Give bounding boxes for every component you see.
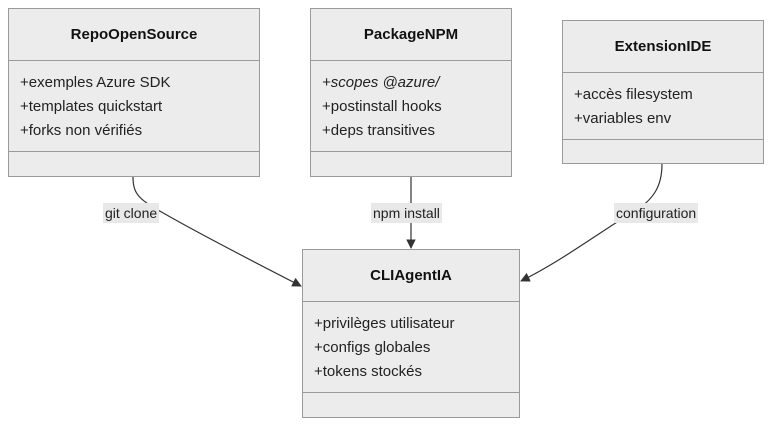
class-attribute: +privilèges utilisateur bbox=[314, 315, 455, 332]
class-attribute: +accès filesystem bbox=[574, 86, 693, 103]
class-methods bbox=[311, 152, 511, 176]
class-cli-agent-ia: CLIAgentIA +privilèges utilisateur +conf… bbox=[302, 249, 520, 418]
edge-repo-to-cli bbox=[132, 176, 302, 287]
class-attribute: +templates quickstart bbox=[20, 98, 163, 115]
class-attribute: +exemples Azure SDK bbox=[20, 74, 171, 91]
class-title: RepoOpenSource bbox=[9, 9, 259, 61]
class-methods bbox=[9, 152, 259, 176]
edge-label-configuration: configuration bbox=[614, 203, 699, 223]
class-package-npm: PackageNPM +scopes @azure/ +postinstall … bbox=[310, 8, 512, 177]
class-methods bbox=[303, 393, 519, 417]
class-title: CLIAgentIA bbox=[303, 250, 519, 302]
class-attribute: +tokens stockés bbox=[314, 363, 422, 380]
class-attributes: +scopes @azure/ +postinstall hooks +deps… bbox=[311, 61, 511, 152]
class-attribute: +postinstall hooks bbox=[322, 98, 442, 115]
edge-label-npm-install: npm install bbox=[371, 203, 442, 223]
class-repo-open-source: RepoOpenSource +exemples Azure SDK +temp… bbox=[8, 8, 260, 177]
class-attribute: +configs globales bbox=[314, 339, 431, 356]
class-attributes: +exemples Azure SDK +templates quickstar… bbox=[9, 61, 259, 152]
edge-label-git-clone: git clone bbox=[103, 203, 160, 223]
class-attribute: +forks non vérifiés bbox=[20, 122, 143, 139]
class-attributes: +privilèges utilisateur +configs globale… bbox=[303, 302, 519, 393]
class-attributes: +accès filesystem +variables env bbox=[563, 73, 763, 140]
class-attribute: +variables env bbox=[574, 110, 672, 127]
class-title: PackageNPM bbox=[311, 9, 511, 61]
class-extension-ide: ExtensionIDE +accès filesystem +variable… bbox=[562, 20, 764, 164]
class-attribute: +deps transitives bbox=[322, 122, 435, 139]
class-title: ExtensionIDE bbox=[563, 21, 763, 73]
class-attribute: +scopes @azure/ bbox=[322, 74, 440, 91]
class-methods bbox=[563, 140, 763, 163]
